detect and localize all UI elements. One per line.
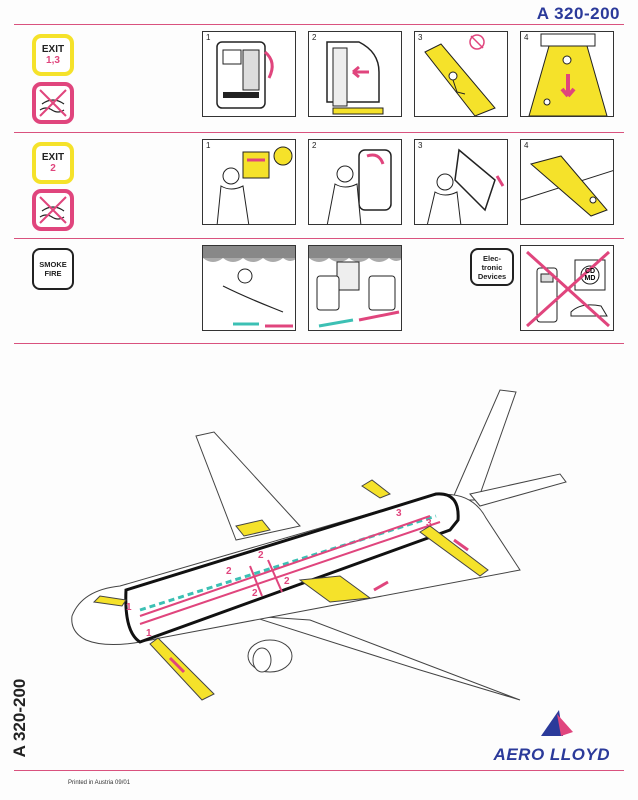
no-exit-water-badge	[32, 189, 74, 231]
smoke-fire-badge: SMOKE FIRE	[32, 248, 74, 290]
exit-number: 2	[226, 566, 232, 577]
smoke-step-1: 1	[202, 245, 296, 331]
exit-2-step-1: 1	[202, 139, 296, 225]
no-electronic-devices-icon	[525, 250, 611, 328]
exit-number: 2	[258, 550, 264, 561]
exit-number: 3	[426, 518, 432, 529]
divider	[14, 24, 624, 25]
printed-note: Printed in Austria 09/01	[68, 780, 131, 786]
exit-number: 2	[284, 576, 290, 587]
smoke-step-2: 2	[308, 245, 402, 331]
divider	[14, 770, 624, 771]
exit-number: 1	[126, 602, 132, 613]
exit-1-3-badge: EXIT 1,3	[32, 34, 74, 76]
electronic-devices-badge: Elec- tronic Devices	[470, 248, 514, 286]
divider	[14, 343, 624, 344]
cd-md-label: CD MD	[584, 268, 596, 282]
side-model-title: A 320-200	[10, 678, 29, 758]
exit-1-3-step-3: 3	[414, 31, 508, 117]
model-title: A 320-200	[536, 4, 620, 23]
exit-number: 1	[146, 628, 152, 639]
exit-2-step-4: 4	[520, 139, 614, 225]
no-ditching-icon	[39, 196, 67, 224]
exit-2-step-2: 2	[308, 139, 402, 225]
exit-2-badge: EXIT 2	[32, 142, 74, 184]
exit-number: 2	[252, 588, 258, 599]
aircraft-exit-diagram: 1 2 2 2 2 3 3 1	[71, 389, 567, 701]
exit-1-3-step-1: 1	[202, 31, 296, 117]
no-exit-water-badge	[32, 82, 74, 124]
exit-1-3-step-4: 4	[520, 31, 614, 117]
no-electronic-devices-panel: CD MD	[520, 245, 614, 331]
aero-lloyd-logo-icon	[541, 710, 573, 736]
no-ditching-icon	[39, 89, 67, 117]
brand-name: AERO LLOYD	[493, 745, 610, 764]
exit-1-3-step-2: 2	[308, 31, 402, 117]
divider	[14, 238, 624, 239]
exit-number: 3	[396, 508, 402, 519]
exit-2-step-3: 3	[414, 139, 508, 225]
divider	[14, 132, 624, 133]
